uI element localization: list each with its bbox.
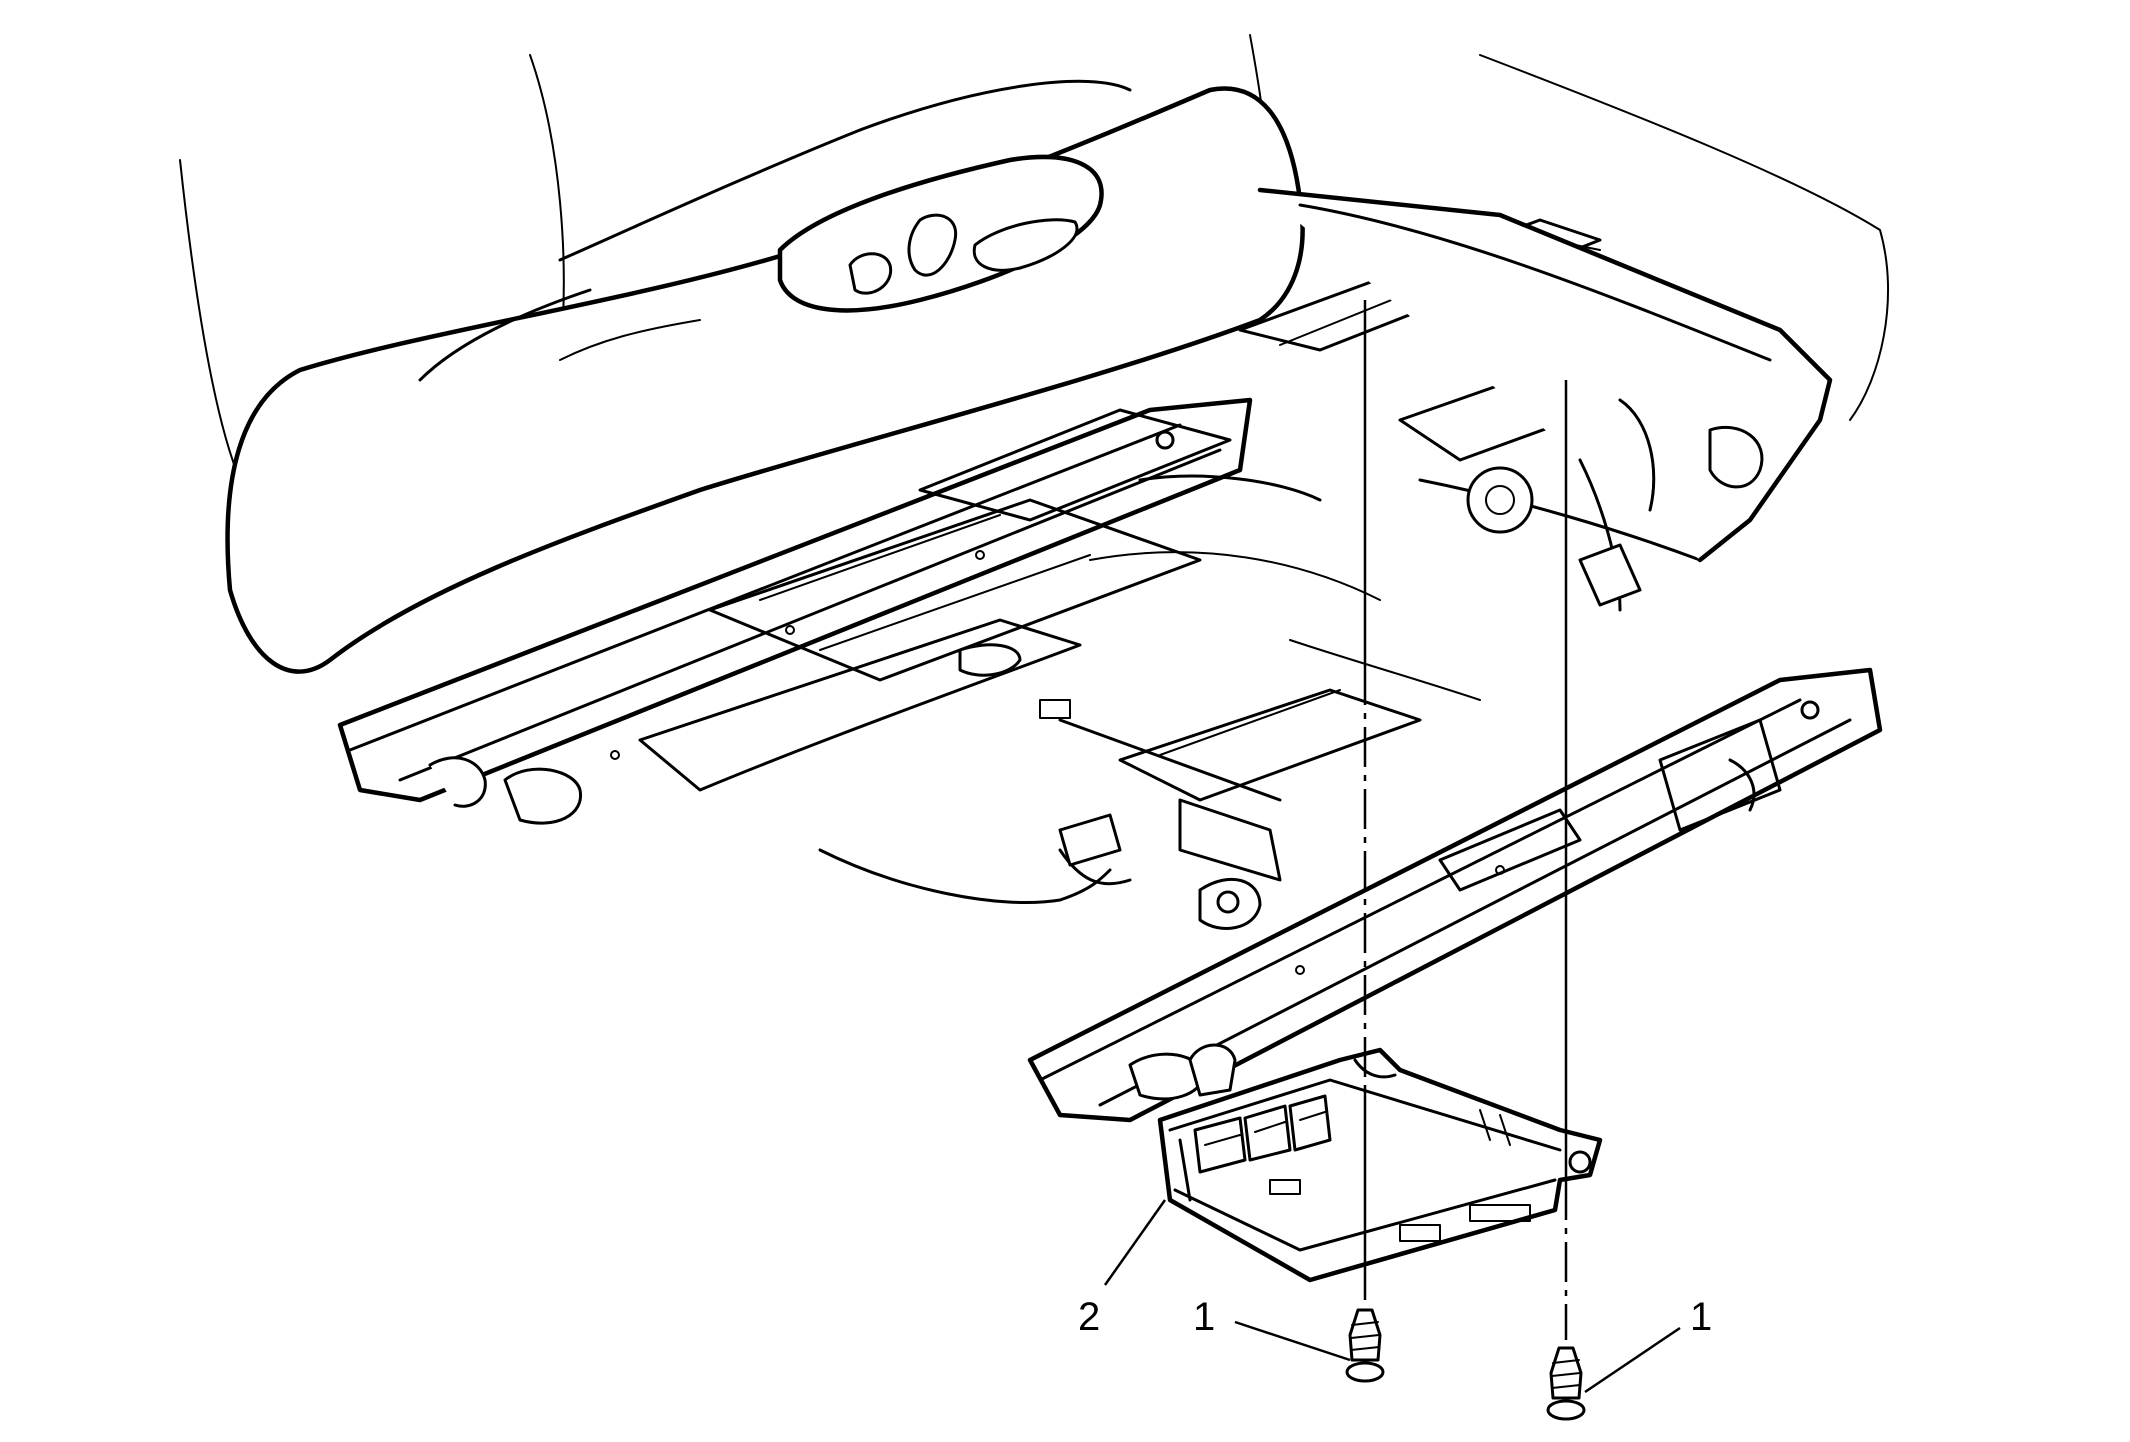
fastener-left [1345,1308,1385,1383]
callout-label-fastener-left: 1 [1193,1295,1215,1339]
leader-module [1103,1199,1167,1286]
seat-module [1157,1047,1603,1283]
callout-label-module: 2 [1078,1295,1100,1339]
fastener-right [1546,1346,1586,1421]
callout-label-fastener-right: 1 [1690,1295,1712,1339]
seat-track-left [337,397,1253,825]
seat-track-right [1027,187,1883,1123]
alignment-lines [1363,300,1568,1340]
seat-cushion [225,79,1305,674]
seat-pan [638,218,1702,930]
leader-fastener-right [1584,1326,1681,1394]
leader-fastener-left [1234,1320,1351,1362]
